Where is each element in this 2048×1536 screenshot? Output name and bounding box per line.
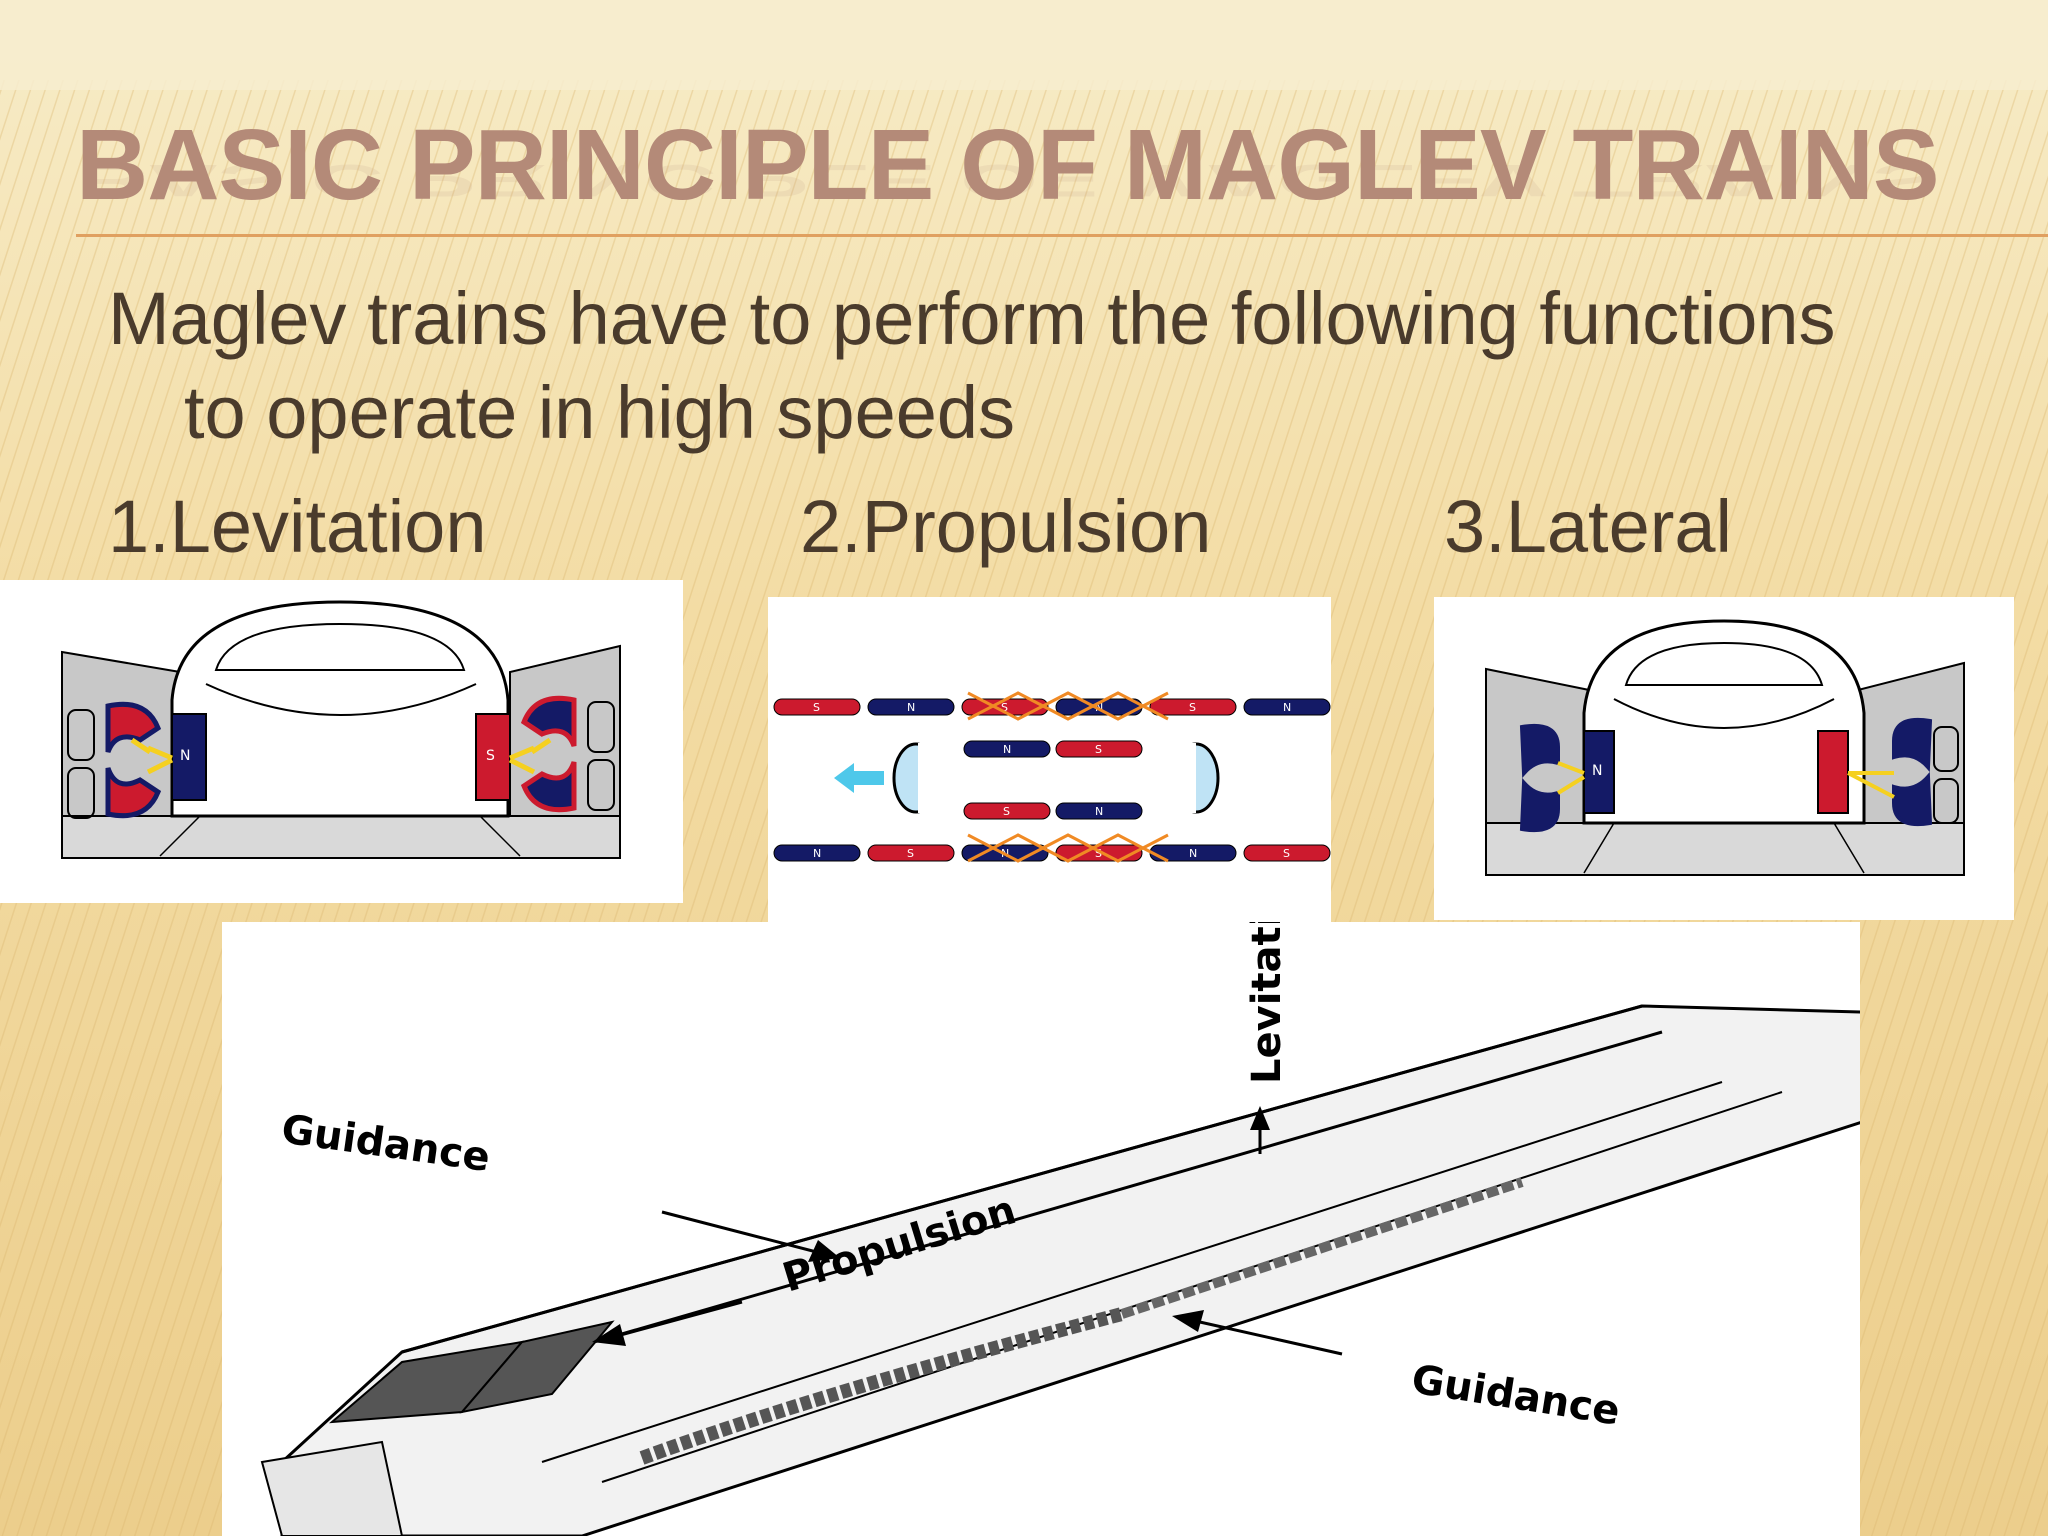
magnet-segment bbox=[1149, 698, 1237, 716]
lateral-diagram: N bbox=[1434, 597, 2014, 920]
magnet-segment bbox=[963, 802, 1051, 820]
levitation-diagram: N S bbox=[0, 580, 683, 903]
magnet-pole-label: N bbox=[907, 701, 915, 714]
slide-title-reflection: BASIC PRINCIPLE OF MAGLEV TRAINS bbox=[76, 155, 1939, 206]
svg-text:N: N bbox=[1592, 763, 1602, 779]
slide-title: BASIC PRINCIPLE OF MAGLEV TRAINS bbox=[76, 109, 1940, 221]
magnet-pole-label: S bbox=[1189, 701, 1196, 714]
magnet-pole-label: S bbox=[1283, 847, 1290, 860]
magnet-pole-label: N bbox=[813, 847, 821, 860]
magnet-pole-label: S bbox=[907, 847, 914, 860]
magnet-pole-label: S bbox=[1001, 701, 1008, 714]
magnet-segment bbox=[867, 698, 955, 716]
direction-arrow-icon bbox=[834, 763, 884, 793]
magnet-pole-label: S bbox=[1095, 847, 1102, 860]
function-propulsion-label: 2.Propulsion bbox=[800, 485, 1212, 568]
magnet-pole-label: N bbox=[1283, 701, 1291, 714]
intro-paragraph: Maglev trains have to perform the follow… bbox=[108, 272, 2008, 460]
magnet-pole-label: S bbox=[1003, 805, 1010, 818]
intro-line-2: to operate in high speeds bbox=[184, 371, 1016, 454]
magnet-pole-label: N bbox=[1189, 847, 1197, 860]
magnet-pole-label: N bbox=[1003, 743, 1011, 756]
magnet-segment bbox=[773, 844, 861, 862]
magnet-pole-label: N bbox=[1095, 805, 1103, 818]
magnet-segment bbox=[1243, 844, 1331, 862]
magnet-segment bbox=[963, 740, 1051, 758]
title-underline bbox=[76, 234, 2048, 237]
magnet-pole-label: S bbox=[1095, 743, 1102, 756]
magnet-segment bbox=[773, 698, 861, 716]
function-levitation-label: 1.Levitation bbox=[108, 485, 487, 568]
magnet-segment bbox=[867, 844, 955, 862]
intro-line-1: Maglev trains have to perform the follow… bbox=[108, 277, 1836, 360]
svg-text:S: S bbox=[486, 748, 495, 764]
magnet-pole-label: S bbox=[813, 701, 820, 714]
magnet-segment bbox=[1055, 802, 1143, 820]
train-forces-diagram: Guidance Guidance Propulsion Levitation bbox=[222, 922, 1860, 1536]
levitation-label: Levitation bbox=[1244, 922, 1290, 1084]
guidance-label-right: Guidance bbox=[1408, 1356, 1623, 1434]
svg-text:N: N bbox=[180, 748, 190, 764]
guidance-label-left: Guidance bbox=[279, 1106, 493, 1181]
magnet-segment bbox=[1243, 698, 1331, 716]
magnet-segment bbox=[1055, 740, 1143, 758]
function-lateral-label: 3.Lateral bbox=[1444, 485, 1732, 568]
